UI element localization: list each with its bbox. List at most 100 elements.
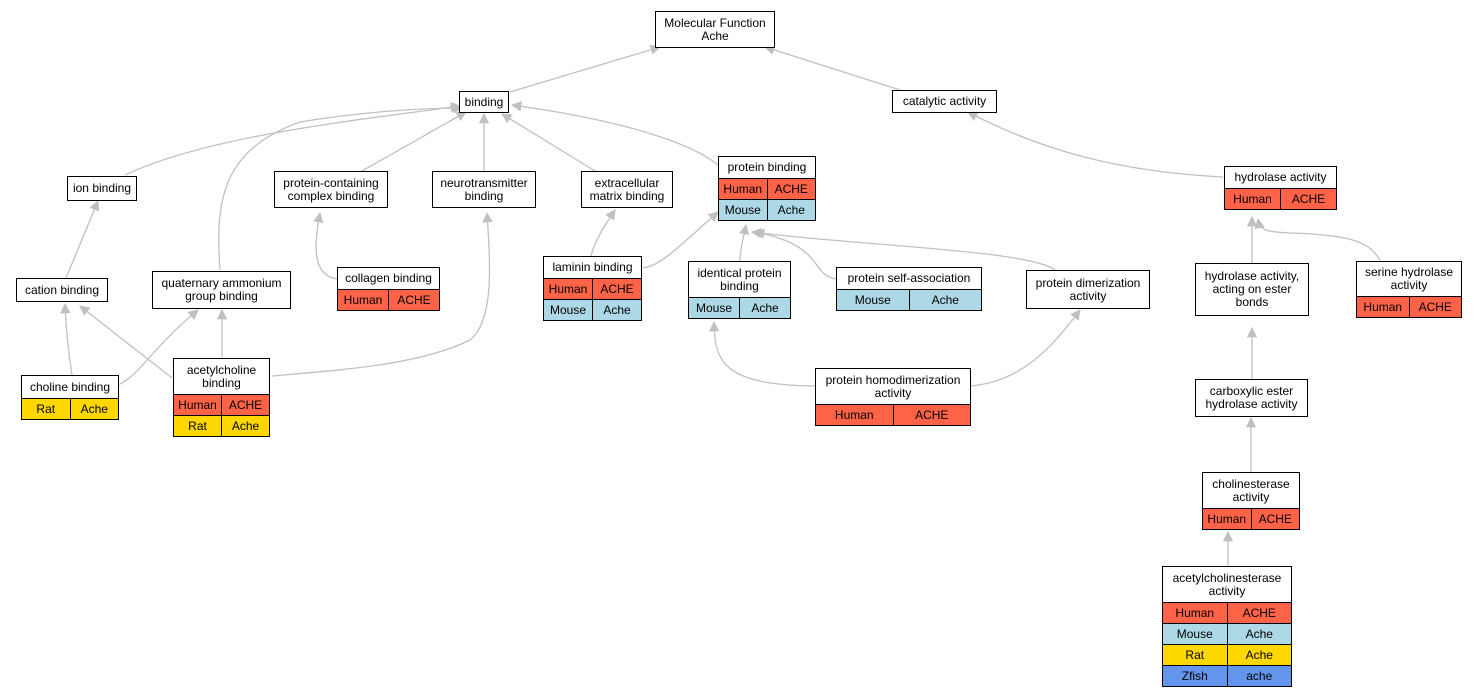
edge-ach-cation <box>79 305 173 379</box>
gene-symbol: Ache <box>1226 645 1292 665</box>
species-row-human: Human ACHE <box>174 394 269 415</box>
species-name: Zfish <box>1181 669 1208 683</box>
species-name: Rat <box>36 402 56 416</box>
edge-phd-ipb <box>709 320 816 387</box>
node-quaternary-ammonium-group-binding[interactable]: quaternary ammonium group binding <box>152 271 291 309</box>
species-name: Human <box>178 398 217 412</box>
node-protein-homodimerization-activity[interactable]: protein homodimerization activity Human A… <box>815 368 971 426</box>
node-ion-binding[interactable]: ion binding <box>67 176 137 201</box>
edge-cation-ion <box>65 200 100 279</box>
species-row-human: Human ACHE <box>1357 296 1461 317</box>
species-row-human: Human ACHE <box>338 289 439 310</box>
gene-symbol: ACHE <box>1250 509 1300 529</box>
node-collagen-binding[interactable]: collagen binding Human ACHE <box>337 267 440 311</box>
node-label: protein homodimerization activity <box>825 372 961 400</box>
node-label: laminin binding <box>552 260 633 274</box>
node-label: protein dimerization activity <box>1035 275 1141 303</box>
gene-symbol: ache <box>1226 666 1292 686</box>
edge-catalytic-mf <box>764 44 901 91</box>
node-label: binding <box>464 94 504 109</box>
edge-ion-binding <box>124 102 462 176</box>
gene-symbol: ACHE <box>892 405 971 425</box>
node-cation-binding[interactable]: cation binding <box>16 278 108 302</box>
node-label: collagen binding <box>345 271 432 285</box>
node-label: catalytic activity <box>902 94 987 108</box>
gene-symbol: ACHE <box>1226 603 1292 623</box>
gene-symbol: Ache <box>592 300 641 320</box>
edge-pb-binding <box>510 101 719 166</box>
edge-hydro-catalytic <box>967 111 1224 178</box>
edge-qa-binding <box>218 102 465 271</box>
node-label: Molecular Function Ache <box>664 15 766 43</box>
gene-symbol: ACHE <box>1280 189 1336 209</box>
gene-symbol: Ache <box>221 416 269 436</box>
species-name: Mouse <box>1176 627 1213 641</box>
edge-ecm-binding <box>501 113 596 172</box>
node-protein-containing-complex-binding[interactable]: protein-containing complex binding <box>274 171 388 208</box>
node-label: choline binding <box>29 379 111 394</box>
node-molecular-function[interactable]: Molecular Function Ache <box>655 11 775 48</box>
edge-binding-mf <box>509 44 661 93</box>
gene-symbol: Ache <box>739 298 790 318</box>
node-label: cation binding <box>24 282 100 297</box>
node-label: serine hydrolase activity <box>1364 265 1454 292</box>
edge-ach-nt <box>271 211 493 377</box>
species-name: Human <box>834 408 874 422</box>
node-catalytic-activity[interactable]: catalytic activity <box>892 90 997 113</box>
species-name: Human <box>548 282 588 296</box>
species-row-zfish: Zfish ache <box>1163 665 1291 686</box>
species-name: Human <box>343 293 383 307</box>
species-row-mouse: Mouse Ache <box>689 297 790 318</box>
node-carboxylic-ester-hydrolase-activity[interactable]: carboxylic ester hydrolase activity <box>1195 379 1308 417</box>
node-label: carboxylic ester hydrolase activity <box>1205 384 1298 411</box>
gene-symbol: Ache <box>1226 624 1292 644</box>
species-name: Mouse <box>695 301 733 315</box>
edge-laminin-ecm <box>590 209 616 257</box>
gene-symbol: ACHE <box>1408 297 1462 317</box>
species-name: Rat <box>188 419 207 433</box>
node-label: protein binding <box>727 160 807 174</box>
species-name: Human <box>1207 512 1247 526</box>
edge-pda-pb <box>750 228 1056 271</box>
node-label: quaternary ammonium group binding <box>161 276 282 303</box>
node-binding[interactable]: binding <box>459 91 509 113</box>
node-label: extracellular matrix binding <box>589 175 665 203</box>
gene-symbol: Ache <box>908 290 982 310</box>
edge-choline-cation <box>60 302 73 376</box>
species-name: Mouse <box>724 203 761 217</box>
node-protein-dimerization-activity[interactable]: protein dimerization activity <box>1026 270 1150 309</box>
species-row-mouse: Mouse Ache <box>544 299 641 320</box>
edge-sha-hydro <box>1254 217 1381 261</box>
species-name: Human <box>723 182 763 196</box>
species-name: Human <box>1363 300 1403 314</box>
node-label: cholinesterase activity <box>1212 476 1290 504</box>
node-serine-hydrolase-activity[interactable]: serine hydrolase activity Human ACHE <box>1356 261 1462 318</box>
node-label: protein-containing complex binding <box>283 175 379 203</box>
node-label: acetylcholinesterase activity <box>1172 570 1282 598</box>
gene-symbol: ACHE <box>388 290 439 310</box>
node-extracellular-matrix-binding[interactable]: extracellular matrix binding <box>581 171 673 208</box>
node-hydrolase-activity-acting-on-ester-bonds[interactable]: hydrolase activity, acting on ester bond… <box>1195 263 1309 316</box>
species-name: Mouse <box>549 303 587 317</box>
gene-symbol: ACHE <box>221 395 269 415</box>
node-neurotransmitter-binding[interactable]: neurotransmitter binding <box>432 171 536 208</box>
species-row-human: Human ACHE <box>816 404 970 425</box>
